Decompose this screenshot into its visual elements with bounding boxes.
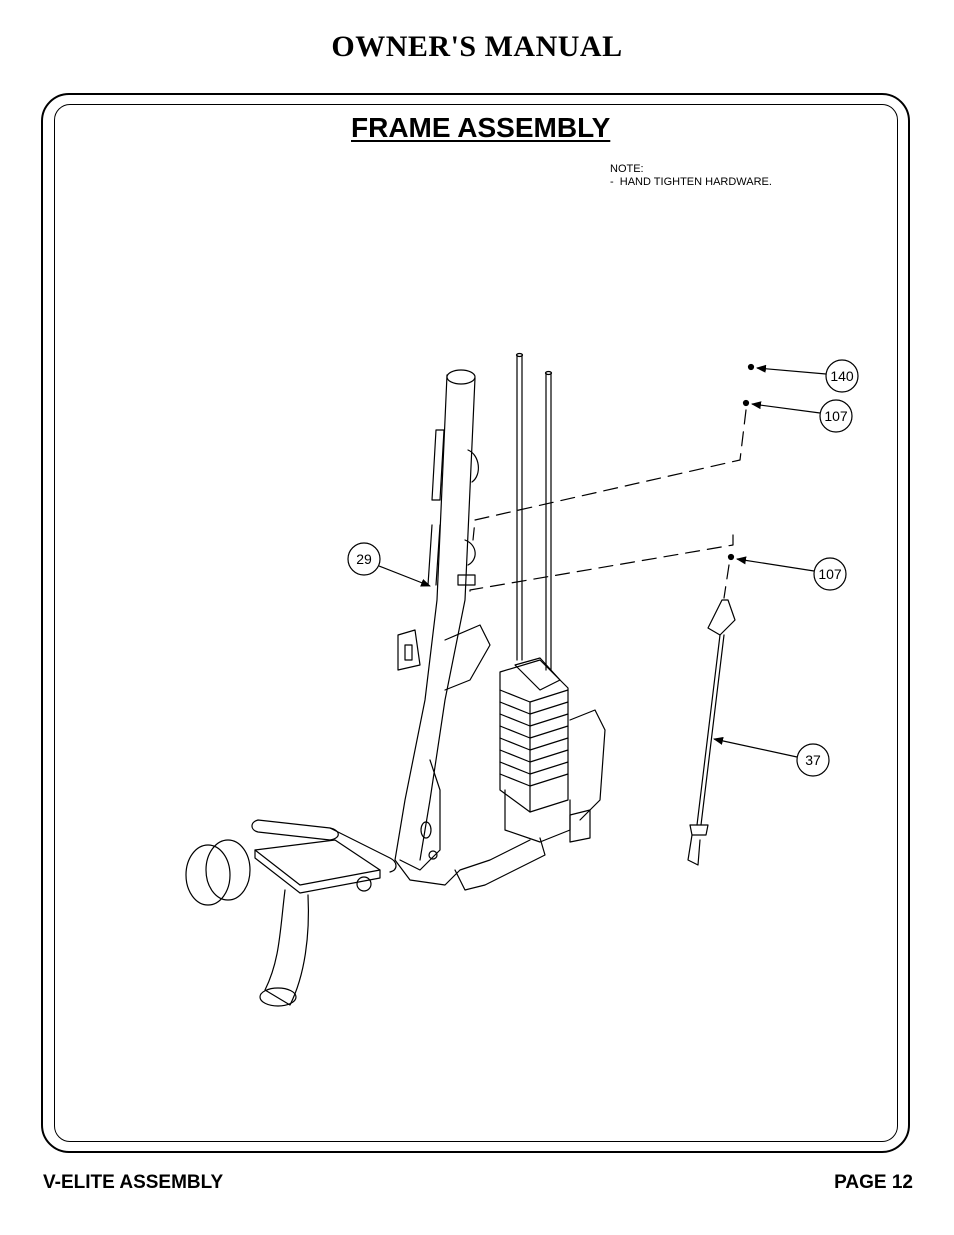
callout-140: 140 [756,359,859,393]
page-header-title: OWNER'S MANUAL [331,30,623,63]
hardware-107b-dot [727,553,735,561]
mid-bracket [397,624,491,691]
weight-stack [499,657,606,843]
callout-37: 37 [713,736,830,777]
page-border-outer [41,93,910,1153]
guide-rods [515,352,553,671]
callout-29-label: 29 [356,551,372,567]
callout-107-bottom-label: 107 [818,566,842,582]
callout-37-label: 37 [805,752,821,768]
base-frame [394,759,591,891]
callout-107-top-label: 107 [824,408,848,424]
page-border-inner [54,104,898,1142]
upright-post [394,369,479,861]
cable-rod-37 [687,599,736,866]
note-line: - HAND TIGHTEN HARDWARE. [610,176,772,188]
note-heading: NOTE: [610,163,644,175]
section-title: FRAME ASSEMBLY [351,112,611,143]
callout-140-label: 140 [830,368,854,384]
hardware-140-dot [747,363,755,371]
footer-assembly-name: V-ELITE ASSEMBLY [43,1172,224,1193]
callout-29: 29 [347,542,431,587]
seat-assembly [185,819,397,1007]
assembly-dashed-lines [469,409,747,599]
footer-page-number: PAGE 12 [834,1172,913,1193]
callout-107-bottom: 107 [736,556,847,591]
callout-107-top: 107 [751,399,853,433]
hardware-107a-dot [742,399,750,407]
assembly-note: NOTE: - HAND TIGHTEN HARDWARE. [610,163,772,189]
